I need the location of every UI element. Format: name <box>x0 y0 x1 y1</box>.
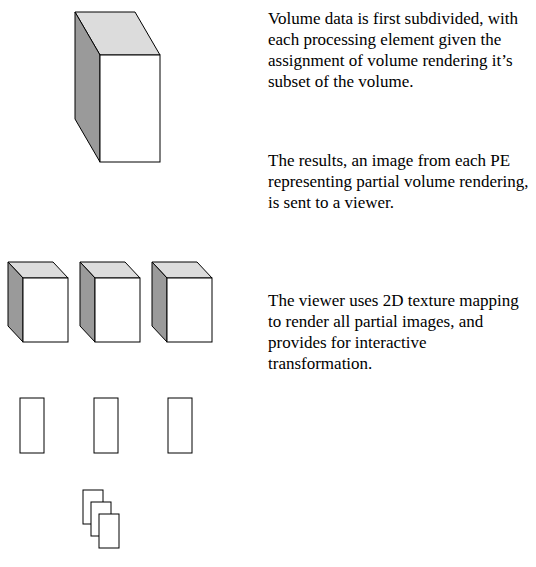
description-text: Volume data is first subdivided, with ea… <box>268 8 532 92</box>
description-text: The results, an image from each PE repre… <box>268 150 532 213</box>
partial-image <box>94 398 118 453</box>
partial-image <box>20 398 44 453</box>
description-text: The viewer uses 2D texture mapping to re… <box>268 290 532 374</box>
stacked-images <box>83 490 119 548</box>
partial-image <box>168 398 192 453</box>
sub-volume <box>8 262 68 342</box>
volume-block <box>75 12 160 162</box>
sub-volume <box>80 262 140 342</box>
sub-volume <box>152 262 212 342</box>
